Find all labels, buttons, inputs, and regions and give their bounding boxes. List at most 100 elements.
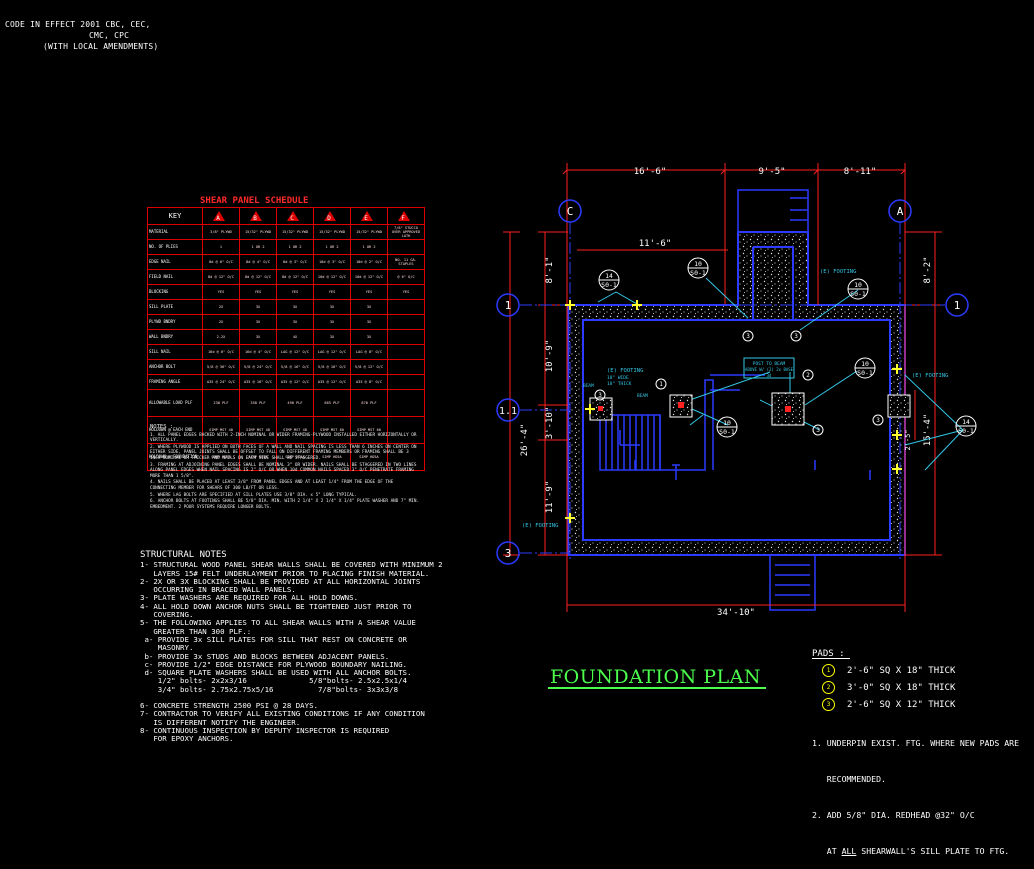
dim-left-total: 26'-4" — [520, 424, 530, 457]
structural-note-line: c- PROVIDE 1/2" EDGE DISTANCE FOR PLYWOO… — [140, 659, 407, 669]
note-item: 6. ANCHOR BOLTS AT FOOTINGS SHALL BE 5/8… — [150, 499, 420, 510]
pads-title-underline — [812, 658, 850, 659]
pad-note-2b-post: SHEARWALL'S SILL PLATE TO FTG. — [856, 846, 1010, 856]
schedule-cell: SIMP MST 48 — [276, 416, 314, 444]
grid-label-1-right: 1 — [954, 299, 961, 312]
pads-title: PADS : — [812, 649, 845, 659]
schedule-cell: SIMP MST 48 — [202, 416, 240, 444]
foundation-plan-drawing: C A 1 1.1 3 1 16'-6" 9'-5" 8'-11" 11'-6"… — [496, 163, 977, 618]
dim-left-3: 3'-10" — [545, 407, 555, 440]
schedule-cell — [387, 389, 425, 417]
footing-labels: (E) FOOTING (E) FOOTING 18" WIDE 18" THI… — [522, 269, 948, 529]
sec-sheet-5: S0-1 — [719, 428, 735, 436]
pad-mark-2: 2 — [806, 372, 810, 379]
structural-note-line: b- PROVIDE 3x STUDS AND BLOCKS BETWEEN A… — [140, 651, 390, 661]
pad-symbol-1: 1 — [822, 664, 835, 677]
sec-num-1: 14 — [605, 272, 613, 280]
sec-num-2: 10 — [694, 260, 702, 268]
section-tag-3: 10 S0-1 — [847, 278, 869, 300]
structural-note-line: 1/2" bolts- 2x2x3/16 5/8"bolts- 2.5x2.5x… — [140, 676, 407, 686]
footing-sub-1: 18" WIDE — [607, 375, 629, 381]
pad-mark-6: 3 — [876, 417, 880, 424]
structural-note-line: FOR EPOXY ANCHORS. — [140, 734, 234, 744]
structural-note-line: GREATER THAN 300 PLF.: — [140, 626, 252, 636]
schedule-cell: YES — [387, 284, 425, 300]
dim-left-2: 10'-9" — [545, 340, 555, 373]
structural-notes-list: 1- STRUCTURAL WOOD PANEL SHEAR WALLS SHA… — [140, 560, 460, 744]
dim-inner-top: 11'-6" — [639, 239, 672, 249]
pad-text-3: 2'-6" SQ X 12" THICK — [847, 700, 956, 710]
grid-label-3: 3 — [505, 547, 512, 560]
pad-marks: 1 2 3 3 3 3 3 — [594, 330, 884, 436]
dimension-text: 16'-6" 9'-5" 8'-11" 11'-6" 34'-10" 8'-1"… — [520, 167, 933, 618]
grid-bubbles — [496, 199, 969, 565]
pad-notes: 1. UNDERPIN EXIST. FTG. WHERE NEW PADS A… — [812, 713, 1027, 869]
beam-label-1: BEAM — [583, 383, 594, 389]
foundation-plan-title: FOUNDATION PLAN — [550, 666, 761, 688]
structural-notes: STRUCTURAL NOTES 1- STRUCTURAL WOOD PANE… — [140, 550, 460, 744]
structural-note-line: d- SQUARE PLATE WASHERS SHALL BE USED WI… — [140, 668, 412, 678]
structural-notes-title: STRUCTURAL NOTES — [140, 550, 227, 560]
grid-label-1-1: 1.1 — [499, 406, 517, 417]
holdown-markers — [565, 300, 902, 523]
dim-bottom: 34'-10" — [717, 608, 755, 618]
dim-left-1: 8'-1" — [545, 256, 555, 283]
structural-note-line: LAYERS 15# FELT UNDERLAYMENT PRIOR TO PL… — [140, 568, 430, 578]
notes-list: 1. ALL PANEL EDGES BACKED WITH 2-INCH NO… — [150, 433, 420, 511]
structural-note-line: a- PROVIDE 3x SILL PLATES FOR SILL THAT … — [140, 634, 407, 644]
grid-label-a: A — [897, 205, 904, 218]
pad-mark-4: 3 — [794, 333, 798, 340]
dim-top-2: 9'-5" — [758, 167, 785, 177]
structural-note-line: 6- CONCRETE STRENGTH 2500 PSI @ 28 DAYS. — [140, 701, 318, 711]
post-callout-line3: 3d — [767, 373, 772, 378]
sec-num-3: 10 — [854, 281, 862, 289]
dimension-lines — [503, 163, 942, 612]
sec-sheet-1: S0-1 — [601, 281, 617, 289]
pad-mark-7: 3 — [598, 392, 602, 399]
schedule-row-label: ALLOWABLE LOAD PLF — [147, 389, 203, 417]
dim-right-1: 8'-2" — [923, 256, 933, 283]
grid-label-1-left: 1 — [505, 299, 512, 312]
structural-note-line: 4- ALL HOLD DOWN ANCHOR NUTS SHALL BE TI… — [140, 601, 412, 611]
structural-note-line: MASONRY. — [140, 643, 194, 653]
schedule-cell: 490 PLF — [276, 389, 314, 417]
code-line-2: CMC, CPC — [89, 31, 130, 40]
schedule-letter-text: E — [364, 214, 368, 222]
code-in-effect: CODE IN EFFECT 2001 CBC, CEC, CMC, CPC (… — [5, 19, 158, 52]
code-line-3: (WITH LOCAL AMENDMENTS) — [43, 42, 159, 51]
dim-top-3: 8'-11" — [844, 167, 877, 177]
structural-note-line: 1- STRUCTURAL WOOD PANEL SHEAR WALLS SHA… — [140, 560, 443, 570]
sec-sheet-2: S0-1 — [690, 269, 706, 277]
sec-sheet-6: S0-1 — [958, 427, 974, 435]
note-item: 3. FRAMING AT ADJOINING PANEL EDGES SHAL… — [150, 462, 417, 479]
section-tag-6: 14 S0-1 — [955, 415, 977, 437]
pad-mark-5: 3 — [816, 427, 820, 434]
footing-label-1: (E) FOOTING — [820, 269, 856, 275]
sec-num-4: 10 — [861, 360, 869, 368]
footing-label-3: (E) FOOTING — [912, 373, 948, 379]
schedule-cell: SIMP MST 48 — [239, 416, 277, 444]
section-tag-4: 10 S0-1 — [854, 357, 876, 379]
structural-note-line: 8- CONTINUOUS INSPECTION BY DEPUTY INSPE… — [140, 725, 390, 735]
note-item: 5. WHERE LAG BOLTS ARE SPECIFIED AT SILL… — [150, 492, 357, 498]
pad-note-2b: AT ALL SHEARWALL'S SILL PLATE TO FTG. — [812, 845, 1027, 857]
pad-mark-1: 1 — [659, 381, 663, 388]
post-callout: POST TO BEAM ABOVE W/ (2) 2x BASE 3d — [743, 357, 795, 379]
schedule-letter-text: F — [401, 214, 405, 222]
structural-note-line: 3/4" bolts- 2.75x2.75x5/16 7/8"bolts- 3x… — [140, 684, 399, 694]
section-tags: 14 S0-1 10 S0-1 10 S0-1 10 S0-1 10 S0-1 … — [598, 257, 977, 438]
pad-text-2: 3'-0" SQ X 18" THICK — [847, 683, 956, 693]
pad-note-2b-all: ALL — [841, 846, 857, 856]
